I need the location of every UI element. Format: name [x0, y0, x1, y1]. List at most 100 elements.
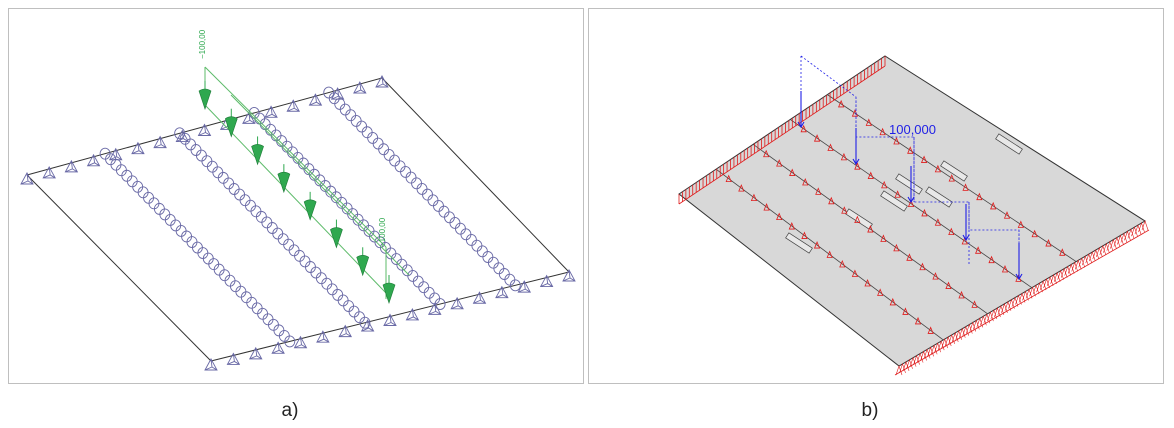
support-ring: [383, 148, 395, 161]
support-mark: [813, 241, 821, 249]
load-arrow-head: [962, 234, 970, 242]
support-ring: [389, 154, 401, 167]
support-pyramid: [375, 75, 389, 88]
support-pyramid: [86, 153, 101, 167]
front-support-hatch: [1001, 302, 1008, 313]
support-mark: [839, 259, 846, 268]
support-mark: [893, 243, 900, 252]
front-support-hatch: [1018, 292, 1026, 303]
support-mark: [776, 212, 783, 220]
load-arrow-head: [797, 121, 805, 129]
support-mark: [800, 124, 807, 133]
front-support-hatch: [994, 307, 1001, 318]
support-line: [715, 168, 944, 341]
support-ring: [345, 109, 357, 122]
support-mark: [975, 246, 982, 254]
support-mark: [867, 225, 874, 233]
support-ring: [438, 205, 450, 218]
load-arrow-head: [1015, 273, 1023, 281]
support-ring: [498, 268, 510, 280]
slab-openings: [785, 133, 1023, 254]
front-support-hatch: [1022, 290, 1029, 301]
front-support-hatch: [1096, 246, 1103, 258]
front-support-hatch: [1078, 257, 1086, 268]
support-pyramid: [338, 324, 353, 338]
support-pyramid: [308, 93, 323, 106]
front-support-hatch: [1057, 269, 1064, 280]
support-pyramid: [539, 274, 554, 288]
support-pyramid: [316, 330, 330, 343]
front-support-hatch: [1039, 280, 1047, 291]
support-ring: [361, 126, 373, 139]
front-support-hatch: [1074, 259, 1082, 270]
support-ring: [433, 200, 444, 212]
slab-surface: [678, 55, 1146, 367]
load-arrow-head: [330, 227, 343, 249]
front-support-hatch: [1032, 284, 1040, 295]
support-ring: [449, 217, 461, 229]
support-ring: [427, 194, 439, 207]
support-mark: [971, 300, 978, 308]
front-support-base: [894, 229, 1150, 376]
support-mark: [927, 326, 934, 334]
support-ring: [356, 120, 368, 133]
support-ring: [284, 335, 296, 348]
support-pyramid: [472, 291, 487, 304]
support-mark: [934, 218, 941, 226]
support-mark: [889, 297, 896, 306]
front-support-hatch: [955, 329, 963, 340]
front-support-hatch: [1011, 296, 1019, 307]
load-arrow-head: [382, 282, 396, 304]
slab-outline: [26, 77, 570, 362]
caption-a: a): [281, 400, 299, 421]
support-mark: [962, 183, 969, 191]
support-ring: [405, 171, 417, 184]
front-support-hatch: [1103, 242, 1110, 253]
support-ring: [259, 118, 271, 131]
support-ring: [367, 131, 379, 144]
front-support-hatch: [962, 325, 970, 336]
front-support-hatch: [1046, 275, 1054, 287]
support-mark: [934, 164, 941, 173]
front-support-hatch: [1117, 234, 1124, 245]
opening: [785, 232, 813, 254]
support-ring: [407, 269, 419, 282]
front-support-hatch: [1036, 282, 1043, 293]
support-line: [752, 143, 988, 315]
support-ring: [454, 222, 466, 235]
opening: [995, 133, 1023, 155]
slab-edge: [381, 77, 570, 273]
support-ring: [476, 245, 488, 258]
support-ring: [429, 292, 441, 305]
support-pyramid: [64, 159, 79, 173]
load-outline: [230, 94, 410, 276]
opening: [925, 186, 953, 208]
support-mark: [1031, 229, 1038, 238]
front-support-hatch: [1124, 230, 1131, 241]
load-arrow-head: [198, 88, 212, 110]
support-mark: [750, 193, 758, 202]
support-line: [790, 119, 1033, 289]
front-support-hatch: [1067, 263, 1075, 274]
line-supports: [678, 56, 1150, 376]
support-pyramid: [450, 296, 464, 310]
support-ring: [334, 97, 346, 110]
support-mark: [838, 99, 845, 108]
support-pyramid: [495, 285, 509, 299]
support-mark: [826, 250, 833, 258]
support-ring: [460, 228, 472, 241]
load-arrow-head: [251, 144, 264, 166]
front-support-hatch: [1113, 236, 1121, 247]
support-pyramid: [517, 280, 532, 293]
support-mark: [988, 255, 995, 264]
front-support-hatch: [1015, 294, 1022, 305]
opening: [880, 190, 908, 212]
support-ring: [276, 135, 287, 147]
support-pyramid: [226, 352, 241, 365]
support-mark: [948, 174, 955, 182]
support-ring: [372, 137, 384, 150]
support-pyramid: [562, 269, 576, 282]
support-mark: [738, 184, 745, 192]
front-support-hatch: [1004, 300, 1012, 311]
support-mark: [801, 231, 808, 239]
